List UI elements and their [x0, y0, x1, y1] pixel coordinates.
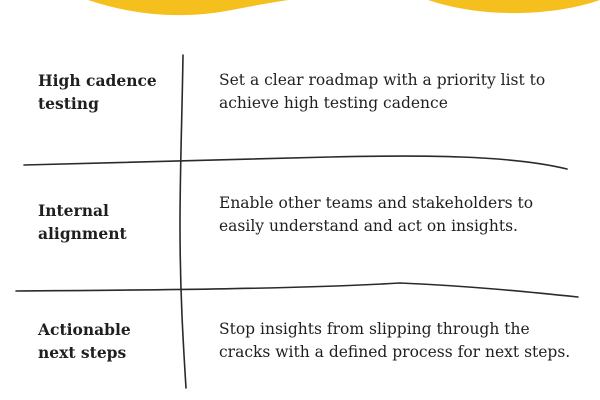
top-wave-right — [428, 0, 600, 14]
row-description-line: Stop insights from slipping through the — [219, 320, 530, 338]
row-description-high-cadence-testing: Set a clear roadmap with a priority list… — [219, 69, 579, 115]
vertical-divider — [179, 54, 187, 389]
row-label-line: Actionable — [38, 320, 131, 339]
row-description-line: Set a clear roadmap with a priority list… — [219, 71, 546, 89]
row-label-line: Internal — [38, 201, 109, 220]
row-label-line: alignment — [38, 224, 127, 243]
row-description-internal-alignment: Enable other teams and stakeholders to e… — [219, 192, 579, 238]
row-description-line: cracks with a defined process for next s… — [219, 343, 571, 361]
row-label-line: testing — [38, 94, 99, 113]
row-description-line: easily understand and act on insights. — [219, 217, 518, 235]
top-wave-left — [88, 0, 288, 16]
row-label-line: High cadence — [38, 71, 157, 90]
row-label-actionable-next-steps: Actionable next steps — [38, 318, 178, 364]
row-description-actionable-next-steps: Stop insights from slipping through the … — [219, 318, 579, 364]
row-label-internal-alignment: Internal alignment — [38, 199, 178, 245]
horizontal-divider-1 — [23, 155, 568, 170]
horizontal-divider-2 — [15, 282, 579, 298]
row-description-line: Enable other teams and stakeholders to — [219, 194, 534, 212]
row-description-line: achieve high testing cadence — [219, 94, 448, 112]
row-label-high-cadence-testing: High cadence testing — [38, 69, 178, 115]
row-label-line: next steps — [38, 343, 127, 362]
